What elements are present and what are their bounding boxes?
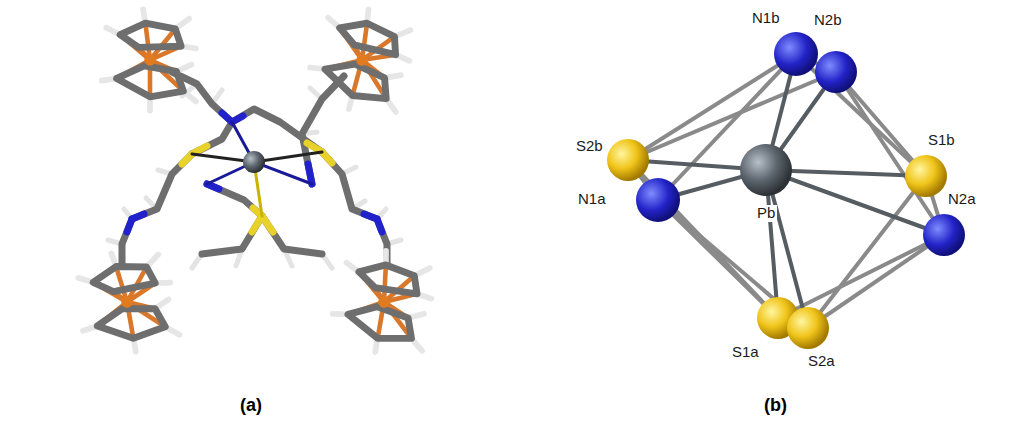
atom-label: Pb	[755, 205, 777, 222]
atom-label: S2b	[574, 138, 605, 155]
atom-label: N2a	[946, 191, 978, 208]
atom-label: S1a	[730, 344, 761, 361]
stick-model	[71, 0, 438, 360]
panel-label: (a)	[240, 396, 262, 416]
atom-label: N1a	[576, 191, 608, 208]
atom-label: N2b	[812, 12, 844, 29]
panel-label: (b)	[764, 396, 787, 416]
atom-label: N1b	[750, 10, 782, 27]
atom-label: S1b	[926, 132, 957, 149]
coordination-polyhedron	[607, 32, 965, 349]
atom-label: S2a	[806, 353, 837, 370]
